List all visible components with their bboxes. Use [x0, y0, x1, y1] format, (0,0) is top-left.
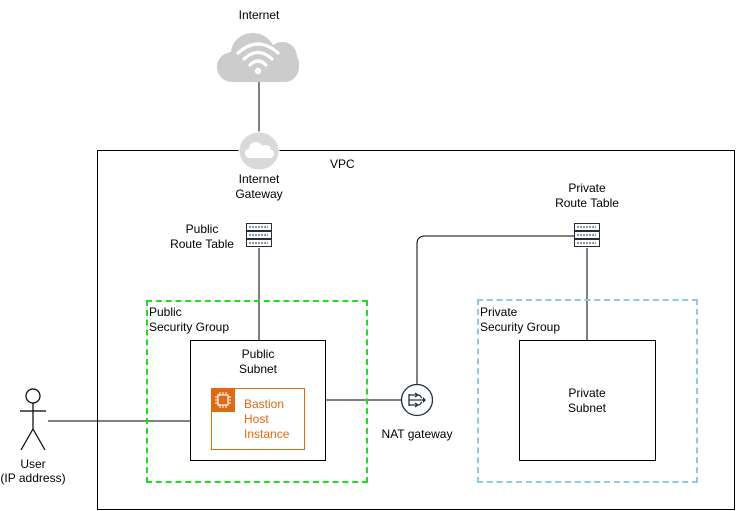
bastion-label-1: Bastion [244, 397, 285, 411]
private-security-group-label-2: Security Group [480, 320, 561, 334]
internet-cloud-icon [217, 33, 299, 82]
bastion-label-3: Instance [244, 427, 290, 441]
private-subnet [519, 340, 656, 461]
internet-label: Internet [238, 8, 280, 22]
private-route-table-label-1: Private [568, 181, 606, 195]
internet-gateway-label-2: Gateway [235, 187, 283, 201]
ec2-chip-icon [211, 388, 235, 412]
public-route-table-label-1: Public [185, 222, 219, 236]
vpc-label: VPC [330, 157, 355, 171]
private-route-table-label-2: Route Table [555, 196, 619, 210]
user-label-1: User [20, 457, 46, 471]
nat-gateway-icon [400, 383, 434, 417]
user-label-2: (IP address) [0, 471, 66, 485]
public-security-group [146, 300, 368, 483]
nat-gateway-label: NAT gateway [381, 427, 453, 441]
public-subnet-label-1: Public [241, 347, 275, 361]
private-subnet-label-1: Private [568, 386, 606, 400]
user-icon [20, 388, 46, 451]
private-subnet-label-2: Subnet [567, 401, 607, 415]
public-security-group-label-1: Public [149, 305, 182, 319]
nat-to-private-rt-line [416, 235, 574, 384]
internet-gateway-icon [238, 131, 280, 171]
bastion-label-2: Host [244, 412, 269, 426]
route-table-icon [246, 223, 272, 247]
private-security-group [477, 299, 698, 483]
public-subnet-label-2: Subnet [238, 362, 278, 376]
vpc-boundary [97, 150, 735, 510]
private-security-group-label-1: Private [480, 305, 518, 319]
public-security-group-label-2: Security Group [149, 320, 230, 334]
route-table-icon [574, 223, 600, 247]
internet-gateway-label-1: Internet [238, 172, 280, 186]
public-route-table-label-2: Route Table [170, 237, 234, 251]
